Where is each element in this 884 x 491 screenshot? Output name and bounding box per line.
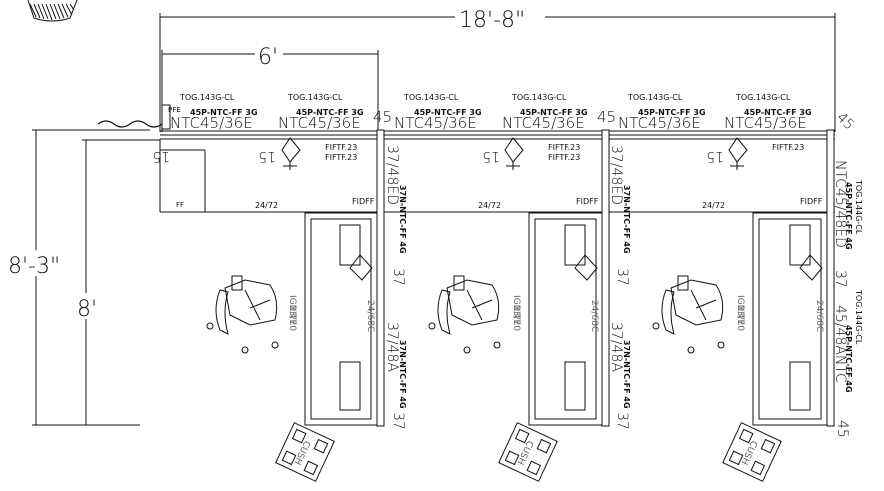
fiftf-label: FIFTF.23 xyxy=(325,153,357,162)
panel-label: NTC45/36E xyxy=(502,114,585,132)
cushion-seat xyxy=(275,422,335,482)
station-1: TOG.143G-CL TOG.143G-CL 45P-NTC-FF 3G 45… xyxy=(152,93,392,482)
tog-label: TOG.143G-CL xyxy=(179,93,235,102)
panel-label: NTC45/48ED xyxy=(832,160,848,248)
fidff-label: FIDFF xyxy=(352,197,375,206)
ntc-label: 45P-NTC-FF 3G xyxy=(296,108,364,117)
panel-height-label: 37 xyxy=(832,270,848,288)
worksurface-label: 24/68C xyxy=(814,300,824,332)
vertical-ntc-label: 37N-NTC-FF 4G xyxy=(622,340,631,409)
worksurface-label: 23/70 xyxy=(511,305,521,331)
panel-label: NTC45/36E xyxy=(618,114,701,132)
desk xyxy=(528,212,603,426)
tog-label: TOG.143G-CL xyxy=(627,93,683,102)
ntc-label: 45P-NTC-FF 3G xyxy=(414,108,482,117)
panel-height-label: 45 xyxy=(597,108,616,126)
station-2: TOG.143G-CL TOG.143G-CL 45P-NTC-FF 3G 45… xyxy=(384,93,616,482)
panel-label: NTC45/36E xyxy=(278,114,361,132)
fiftf-label: FIFTF.23 xyxy=(325,143,357,152)
panel-height-label: 37 xyxy=(390,412,406,430)
lamp-icon xyxy=(281,137,301,170)
ntc-label: 45P-NTC-FF 4G xyxy=(844,182,853,250)
panel-label: 37/48ED xyxy=(608,145,624,205)
tog-label: TOG.144G-CL xyxy=(854,179,863,235)
chair xyxy=(652,275,725,354)
ignite-label: IGNITE xyxy=(511,295,521,326)
chair xyxy=(206,275,279,354)
tog-label: TOG.143G-CL xyxy=(287,93,343,102)
station-dividers xyxy=(376,129,835,427)
rotated-15-label: 15 xyxy=(482,148,500,164)
cushion-seat xyxy=(498,422,558,482)
pfe-label: PFE xyxy=(168,106,181,114)
overall-width-label: 18'-8" xyxy=(459,8,525,33)
worksurface-label: 23/70 xyxy=(735,305,745,331)
fiftf-label: FIFTF.23 xyxy=(772,143,804,152)
lamp-icon xyxy=(728,137,748,170)
panel-label: NTC45/36E xyxy=(724,114,807,132)
desk xyxy=(752,212,828,426)
worksurface-label: 24/68C xyxy=(589,300,599,332)
panel-height-label: 45 xyxy=(373,108,392,126)
panel-height-label: 37 xyxy=(390,268,406,286)
break-line xyxy=(97,120,163,128)
panel-height-label: 45 xyxy=(834,420,850,438)
ntc-label: 45P-NTC-FF 3G xyxy=(520,108,588,117)
panel-label: 37/48A xyxy=(384,322,400,372)
segment-width-label: 6' xyxy=(258,45,278,70)
chair xyxy=(428,275,501,354)
right-end-panel: TOG.144G-CL 45P-NTC-FF 4G NTC45/48ED 37 … xyxy=(832,160,863,438)
ntc-label: 45P-NTC-FF 3G xyxy=(638,108,706,117)
fiftf-label: FIFTF.23 xyxy=(548,153,580,162)
fidff-label: FIDFF xyxy=(576,197,599,206)
panel-label: 37/48ED xyxy=(384,145,400,205)
rotated-15-label: 15 xyxy=(706,148,724,164)
panel-height-label: 37 xyxy=(614,268,630,286)
inner-depth-label: 8' xyxy=(77,297,97,322)
rotated-15-label: 15 xyxy=(258,148,276,164)
desk xyxy=(304,212,378,426)
ff-label: FF xyxy=(176,201,184,209)
ignite-label: IGNITE xyxy=(735,295,745,326)
tog-label: TOG.143G-CL xyxy=(403,93,459,102)
ignite-label: IGNITE xyxy=(287,295,297,326)
vertical-ntc-label: 37N-NTC-FF 4G xyxy=(398,340,407,409)
vertical-ntc-label: 37N-NTC-FF 4G xyxy=(622,185,631,254)
overall-depth-dimension xyxy=(32,129,160,426)
fidff-label: FIDFF xyxy=(800,197,823,206)
panel-height-label: 45 xyxy=(833,110,857,134)
spine-panel xyxy=(159,104,835,213)
ntc-label: 45P-NTC-FF 3G xyxy=(744,108,812,117)
panel-height-label: 37 xyxy=(614,412,630,430)
worksurface-label: 23/70 xyxy=(287,305,297,331)
ntc-label: 45P-NTC-FF 4G xyxy=(844,325,853,393)
overall-depth-label: 8'-3" xyxy=(8,254,60,279)
panel-label: 37/48A xyxy=(608,322,624,372)
panel-label: NTC45/36E xyxy=(170,114,253,132)
ntc-label: 45P-NTC-FF 3G xyxy=(190,108,258,117)
rotated-15-label: 15 xyxy=(152,148,170,164)
cushion-seat xyxy=(722,422,782,482)
tog-label: TOG.143G-CL xyxy=(735,93,791,102)
vertical-ntc-label: 37N-NTC-FF 4G xyxy=(398,185,407,254)
station-3: TOG.143G-CL TOG.143G-CL 45P-NTC-FF 3G 45… xyxy=(608,93,857,482)
plant-symbol xyxy=(27,0,78,22)
panel-label: NTC45/36E xyxy=(394,114,477,132)
tog-label: TOG.144G-CL xyxy=(854,289,863,345)
worksurface-label: 24/72 xyxy=(478,201,501,210)
fiftf-label: FIFTF.23 xyxy=(548,143,580,152)
worksurface-label: 24/68C xyxy=(365,300,375,332)
worksurface-label: 24/72 xyxy=(702,201,725,210)
worksurface-label: 24/72 xyxy=(255,201,278,210)
panel-label: 45/48ANTC xyxy=(832,305,848,383)
tog-label: TOG.143G-CL xyxy=(511,93,567,102)
lamp-icon xyxy=(504,137,524,170)
